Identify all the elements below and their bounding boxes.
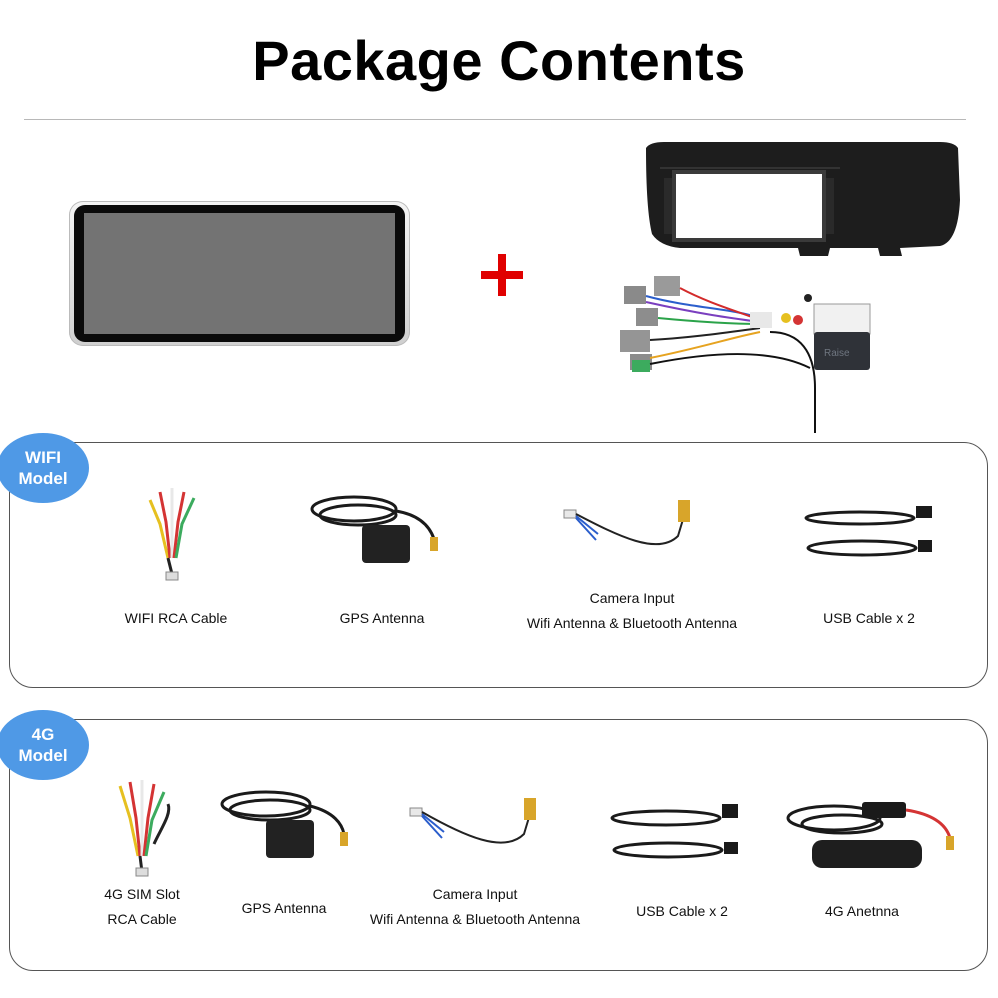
box-label: Raise bbox=[824, 348, 850, 359]
usb-cable-image bbox=[610, 804, 738, 859]
item-label: 4G Anetnna bbox=[825, 903, 899, 919]
4g-model-badge: 4G Model bbox=[0, 710, 89, 780]
4g-antenna-image bbox=[786, 802, 954, 868]
item-label: RCA Cable bbox=[107, 911, 177, 927]
wifi-rca-cable-image bbox=[148, 488, 196, 581]
plus-icon bbox=[481, 254, 523, 296]
item-label: WIFI RCA Cable bbox=[124, 610, 228, 626]
item-label: 4G SIM Slot bbox=[104, 886, 180, 902]
item-label: USB Cable x 2 bbox=[823, 610, 915, 626]
4g-rca-cable-image bbox=[118, 780, 171, 877]
badge-line: Model bbox=[18, 469, 68, 488]
item-label: USB Cable x 2 bbox=[636, 903, 728, 919]
camera-input-cable-image bbox=[409, 798, 536, 844]
item-label: Camera Input bbox=[432, 886, 518, 902]
badge-line: 4G bbox=[31, 725, 55, 744]
gps-antenna-image bbox=[220, 790, 348, 858]
gps-antenna-image bbox=[310, 495, 438, 563]
page-title: Package Contents bbox=[252, 29, 746, 92]
head-unit-screen-image bbox=[69, 201, 410, 346]
badge-line: Model bbox=[18, 746, 68, 765]
item-label: GPS Antenna bbox=[241, 900, 327, 916]
camera-input-cable-image bbox=[563, 500, 690, 546]
badge-line: WIFI bbox=[25, 448, 61, 467]
item-label: Camera Input bbox=[589, 590, 675, 606]
item-label: Wifi Antenna & Bluetooth Antenna bbox=[369, 911, 581, 927]
wiring-harness-image: Raise bbox=[620, 276, 871, 433]
item-label: Wifi Antenna & Bluetooth Antenna bbox=[526, 615, 738, 631]
usb-cable-image bbox=[804, 506, 932, 557]
title-divider bbox=[24, 119, 966, 120]
item-label: GPS Antenna bbox=[339, 610, 425, 626]
wifi-model-badge: WIFI Model bbox=[0, 433, 89, 503]
wifi-model-panel bbox=[9, 442, 988, 688]
dash-frame-image bbox=[646, 142, 960, 256]
